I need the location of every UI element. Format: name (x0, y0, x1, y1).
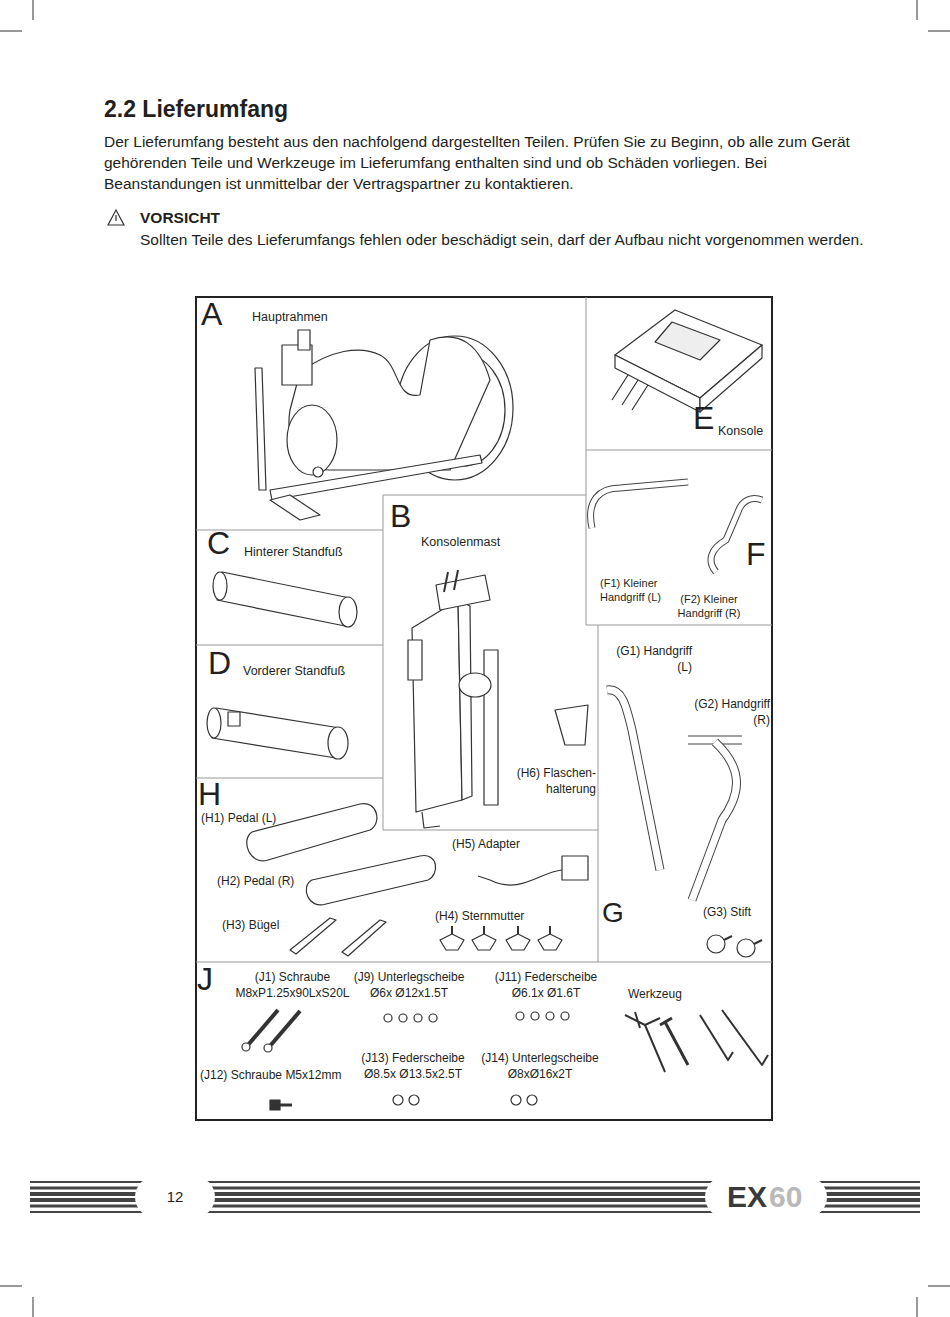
model-pill (705, 1176, 827, 1218)
part-name: (J13) Federscheibe Ø8.5x Ø13.5x2.5T (355, 1051, 471, 1082)
panel-letter: F (746, 538, 776, 572)
part-name: Werkzeug (628, 987, 718, 1003)
part-panel: A Hauptrahmen (196, 297, 586, 530)
part-panel: BKonsolenmast (H6) Flaschen- halterung (383, 495, 598, 830)
panel-letter: G (602, 898, 632, 927)
part-name: (G1) Handgriff (L) (600, 644, 692, 675)
body-text: Sollten Teile des Lieferumfangs fehlen o… (140, 230, 870, 251)
part-name: (H6) Flaschen- halterung (506, 766, 596, 797)
part-name: (J12) Schraube M5x12mm (200, 1068, 360, 1084)
section-title: 2.2 Lieferumfang (104, 94, 288, 125)
part-panel: EKonsole (586, 297, 772, 450)
part-panel: J(J1) Schraube M8xP1.25x90LxS20L(J9) Unt… (196, 962, 772, 1120)
page-number: 12 (150, 1187, 200, 1207)
part-name: (H1) Pedal (L) (201, 811, 311, 827)
part-name: (H4) Sternmutter (435, 909, 555, 925)
part-name: (J14) Unterlegscheibe Ø8xØ16x2T (476, 1051, 604, 1082)
part-name: (F2) Kleiner Handgriff (R) (674, 592, 744, 621)
part-name: (G3) Stift (703, 905, 765, 921)
part-name: Hinterer Standfuß (244, 544, 379, 560)
part-name: Konsole (718, 423, 778, 439)
model-name: 60 (769, 1180, 813, 1213)
panel-letter: D (208, 647, 244, 681)
part-panel: DVorderer Standfuß (196, 645, 383, 778)
part-panel: H(H1) Pedal (L) (H2) Pedal (R) (H3) Bügel (… (196, 778, 598, 962)
part-panel: F(F1) Kleiner Handgriff (L)(F2) Kleiner … (586, 450, 772, 625)
warning-icon (108, 210, 124, 225)
page-number-pill (135, 1176, 215, 1218)
part-panel: CHinterer Standfuß (196, 530, 383, 645)
part-name: (H2) Pedal (R) (217, 874, 327, 890)
body-text: Der Lieferumfang besteht aus den nachfol… (104, 132, 868, 195)
part-name: (J1) Schraube M8xP1.25x90LxS20L (230, 970, 355, 1001)
part-name: (J9) Unterlegscheibe Ø6x Ø12x1.5T (346, 970, 472, 1001)
part-name: Hauptrahmen (252, 309, 362, 325)
part-name: Vorderer Standfuß (243, 663, 378, 679)
model-name: EX (727, 1180, 771, 1213)
part-name: (J11) Federscheibe Ø6.1x Ø1.6T (484, 970, 608, 1001)
panel-letter: J (197, 963, 233, 997)
part-name: (F1) Kleiner Handgriff (L) (600, 576, 668, 605)
part-panel: (G1) Handgriff (L) (G2) Handgriff (R) G (G3… (598, 625, 772, 962)
part-name: (H5) Adapter (452, 837, 552, 853)
part-name: Konsolenmast (421, 534, 541, 550)
panel-letter: B (390, 500, 426, 534)
part-drawings (207, 310, 768, 1110)
warning-heading: VORSICHT (140, 208, 340, 229)
panel-grid (196, 297, 772, 1120)
panel-letter: C (207, 527, 243, 561)
panel-letter: A (201, 298, 241, 332)
part-name: (H3) Bügel (222, 918, 312, 934)
panel-dividers (196, 297, 772, 962)
panel-letter: H (198, 778, 234, 812)
part-name: (G2) Handgriff (R) (678, 697, 770, 728)
